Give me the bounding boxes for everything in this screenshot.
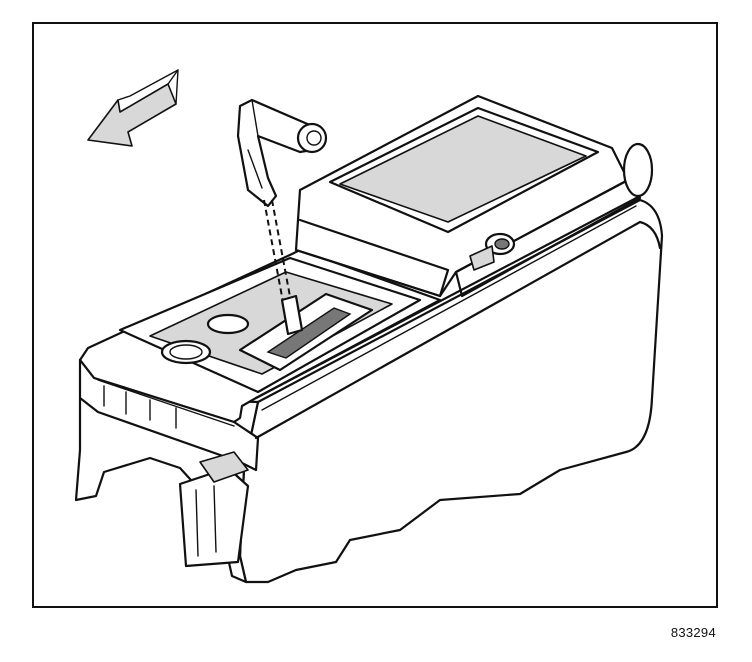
shift-lever-handle (236, 98, 328, 208)
direction-arrow-icon (87, 69, 179, 147)
front-outlet (178, 451, 250, 568)
shifter-bezel (118, 256, 422, 394)
armrest-lid (294, 94, 654, 298)
alignment-line (263, 199, 304, 336)
figure-number: 833294 (670, 625, 716, 640)
